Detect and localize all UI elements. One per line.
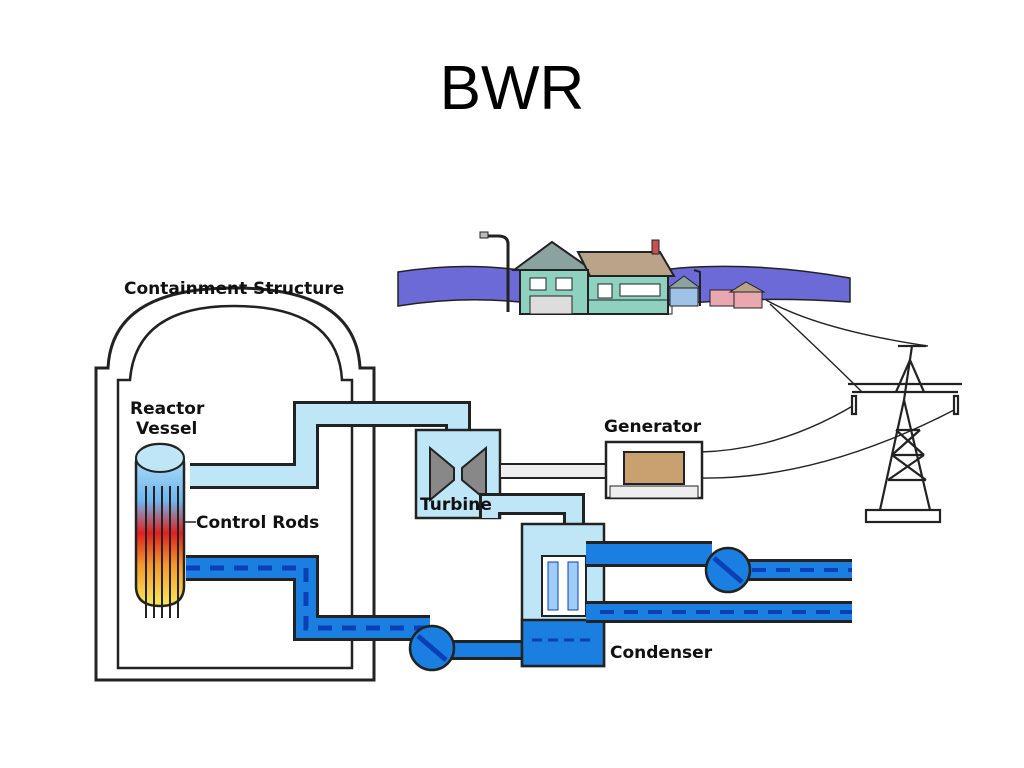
street-lamp-small [693, 269, 701, 306]
house-icon [510, 239, 676, 315]
feedwater-pipe [186, 555, 528, 660]
label-condenser: Condenser [610, 643, 713, 663]
generator-icon [604, 440, 704, 500]
small-house-icon [666, 275, 702, 307]
street-lamp [484, 234, 510, 312]
exhaust-duct-fill [482, 496, 582, 530]
label-containment-structure: Containment Structure [124, 279, 344, 299]
feedwater-pump-icon [408, 624, 456, 672]
cooling-water-loop [586, 541, 852, 623]
transmission-tower-icon [848, 344, 962, 524]
small-house-icon-2 [709, 281, 766, 309]
steam-pipe [190, 401, 471, 489]
label-reactor: Reactor [130, 399, 205, 419]
turbine-shaft [499, 463, 621, 479]
cooling-pump-icon [704, 546, 752, 594]
town-scene [397, 231, 851, 315]
label-generator: Generator [604, 417, 702, 437]
label-control-rods: Control Rods [196, 513, 319, 533]
control-rods-icon [145, 486, 179, 618]
label-vessel: Vessel [136, 419, 197, 439]
label-turbine: Turbine [420, 495, 492, 515]
reactor-vessel [134, 442, 196, 618]
slide-title: BWR [439, 54, 585, 123]
